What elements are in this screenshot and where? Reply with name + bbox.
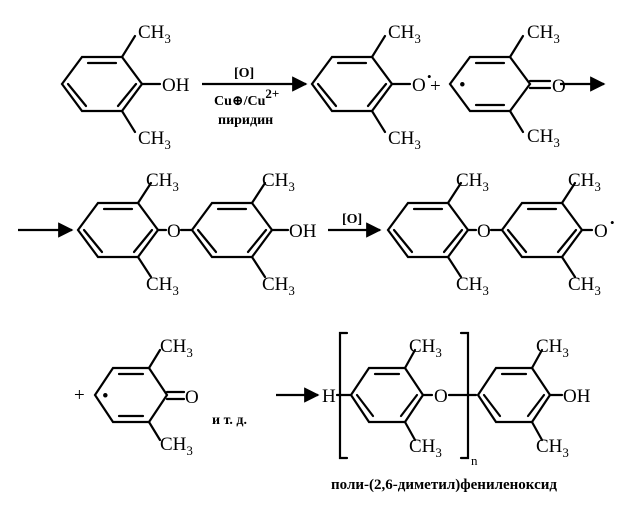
methyl-label: CH3 [388,128,421,152]
hydroxyl-label: OH [162,75,190,96]
methyl-label: CH3 [262,274,295,298]
plus-sign: + [430,76,441,97]
methyl-label: CH3 [138,128,171,152]
methyl-label: CH3 [527,126,560,150]
radical-dot: • [102,386,109,407]
oxygen-label: O [412,75,426,96]
molecule-dimer-radical: O CH3 CH3 CH3 CH3 O • [386,170,615,298]
repeat-bracket-left [338,331,349,460]
oxygen-label: O [594,221,608,242]
methyl-label: CH3 [138,22,171,46]
repeat-index-label: n [471,453,478,468]
catalyst-label: Cu⊕/Cu2+ [214,86,279,109]
plus-sign: + [74,385,85,406]
oxygen-label: O [185,387,199,408]
methyl-label: CH3 [160,434,193,458]
ether-oxygen-label: O [167,221,181,242]
hydroxyl-label: OH [563,386,591,407]
molecule-dimethylphenol: CH3 CH3 OH [60,22,190,152]
methyl-label: CH3 [456,274,489,298]
methyl-label: CH3 [456,170,489,194]
radical-mark: • [610,215,615,230]
ether-oxygen-label: O [434,386,448,407]
polymer-caption: поли-(2,6-диметил)фениленоксид [331,477,557,493]
methyl-label: CH3 [146,170,179,194]
reaction-arrow-3: [O] [328,212,382,238]
reaction-arrow-1: [O] Cu⊕/Cu2+ пиридин [202,66,308,128]
radical-dot: • [459,75,466,96]
molecule-dienone-radical: • CH3 CH3 O [93,336,199,458]
methyl-label: CH3 [388,22,421,46]
methyl-label: CH3 [536,336,569,360]
methyl-label: CH3 [568,274,601,298]
methyl-label: CH3 [568,170,601,194]
methyl-label: CH3 [146,274,179,298]
polymer-structure: H CH3 CH3 O n CH3 CH3 OH [322,331,591,468]
methyl-label: CH3 [527,22,560,46]
methyl-label: CH3 [160,336,193,360]
molecule-phenoxy-radical: CH3 CH3 O • [310,22,432,152]
oxidant-label: [O] [234,66,254,81]
methyl-label: CH3 [536,436,569,460]
hydrogen-end-label: H [322,386,336,407]
repeat-bracket-right [459,331,470,460]
oxidant-label: [O] [342,212,362,227]
methyl-label: CH3 [409,336,442,360]
hydroxyl-label: OH [289,221,317,242]
ether-oxygen-label: O [477,221,491,242]
molecule-dimer-phenol: O CH3 CH3 CH3 CH3 OH [76,170,317,298]
solvent-label: пиридин [218,113,273,128]
methyl-label: CH3 [262,170,295,194]
molecule-dienone-radical: • CH3 CH3 O [448,22,566,150]
methyl-label: CH3 [409,436,442,460]
radical-mark: • [427,69,432,84]
continuation-label: и т. д. [212,413,247,428]
oxygen-label: O [552,76,566,97]
